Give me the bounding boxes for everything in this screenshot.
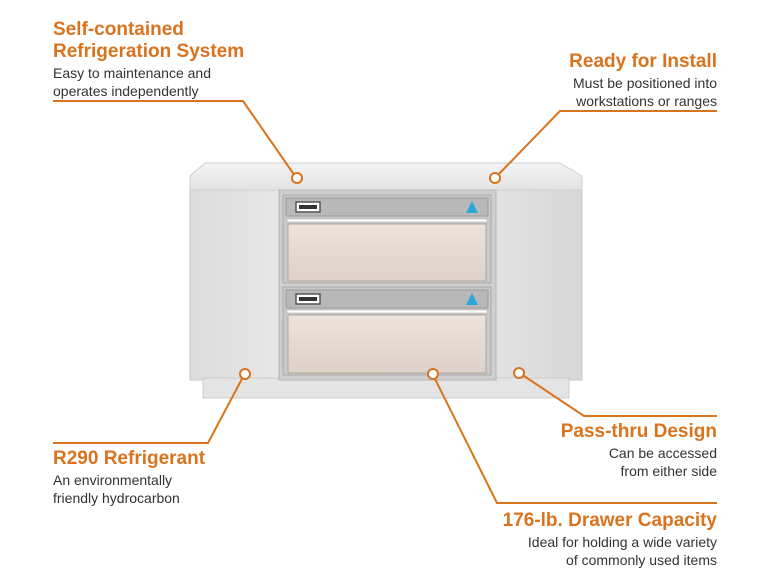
callout-description: Can be accessed from either side	[561, 444, 717, 480]
anchor-dot-self-contained	[291, 172, 303, 184]
callout-desc-line: from either side	[620, 463, 717, 479]
callout-desc-line: Can be accessed	[608, 445, 717, 461]
callout-pass-thru: Pass-thru Design Can be accessed from ei…	[561, 421, 717, 480]
callout-title: R290 Refrigerant	[53, 448, 205, 470]
top-drawer-front	[287, 223, 487, 282]
top-drawer	[282, 194, 492, 284]
callout-description: Ideal for holding a wide variety of comm…	[503, 533, 717, 569]
callout-title: Pass-thru Design	[561, 421, 717, 443]
callout-desc-line: Easy to maintenance and	[53, 65, 211, 81]
anchor-dot-r290	[239, 368, 251, 380]
callout-title-line: Refrigeration System	[53, 41, 245, 62]
anchor-dot-drawer-capacity	[427, 368, 439, 380]
leader-line-pass-thru	[520, 373, 717, 417]
callout-desc-line: operates independently	[53, 83, 199, 99]
anchor-dot-pass-thru	[513, 367, 525, 379]
callout-self-contained: Self-contained Refrigeration System Easy…	[53, 19, 244, 100]
callout-description: An environmentally friendly hydrocarbon	[53, 471, 205, 507]
callout-title: Ready for Install	[569, 51, 717, 73]
callout-desc-line: Must be positioned into	[573, 75, 717, 91]
callout-r290: R290 Refrigerant An environmentally frie…	[53, 448, 205, 507]
bottom-drawer	[282, 286, 492, 376]
cabinet-top	[189, 162, 583, 191]
cabinet-base	[202, 377, 570, 399]
callout-description: Must be positioned into workstations or …	[569, 74, 717, 110]
callout-title: 176-lb. Drawer Capacity	[503, 510, 717, 532]
leader-line-drawer-capacity	[432, 374, 717, 504]
bottom-drawer-logo-icon	[466, 293, 478, 305]
leader-line-self-contained	[53, 100, 296, 177]
callout-title: Self-contained Refrigeration System	[53, 19, 244, 63]
callout-desc-line: An environmentally	[53, 472, 173, 488]
callout-title-line: Self-contained	[53, 19, 184, 40]
callout-drawer-capacity: 176-lb. Drawer Capacity Ideal for holdin…	[503, 510, 717, 569]
callout-ready-install: Ready for Install Must be positioned int…	[569, 51, 717, 110]
top-drawer-logo-icon	[466, 201, 478, 213]
callout-desc-line: Ideal for holding a wide variety	[527, 534, 717, 550]
anchor-dot-ready-install	[489, 172, 501, 184]
bottom-drawer-front	[287, 314, 487, 374]
callout-title-line: Ready for Install	[569, 51, 717, 72]
callout-description: Easy to maintenance and operates indepen…	[53, 64, 244, 100]
callout-desc-line: friendly hydrocarbon	[53, 490, 180, 506]
callout-title-line: 176-lb. Drawer Capacity	[502, 510, 717, 531]
leader-line-r290	[53, 374, 245, 444]
callout-desc-line: workstations or ranges	[576, 93, 717, 109]
leader-line-ready-install	[496, 110, 717, 177]
callout-title-line: R290 Refrigerant	[53, 448, 206, 469]
callout-desc-line: of commonly used items	[566, 552, 717, 568]
callout-title-line: Pass-thru Design	[560, 421, 717, 442]
